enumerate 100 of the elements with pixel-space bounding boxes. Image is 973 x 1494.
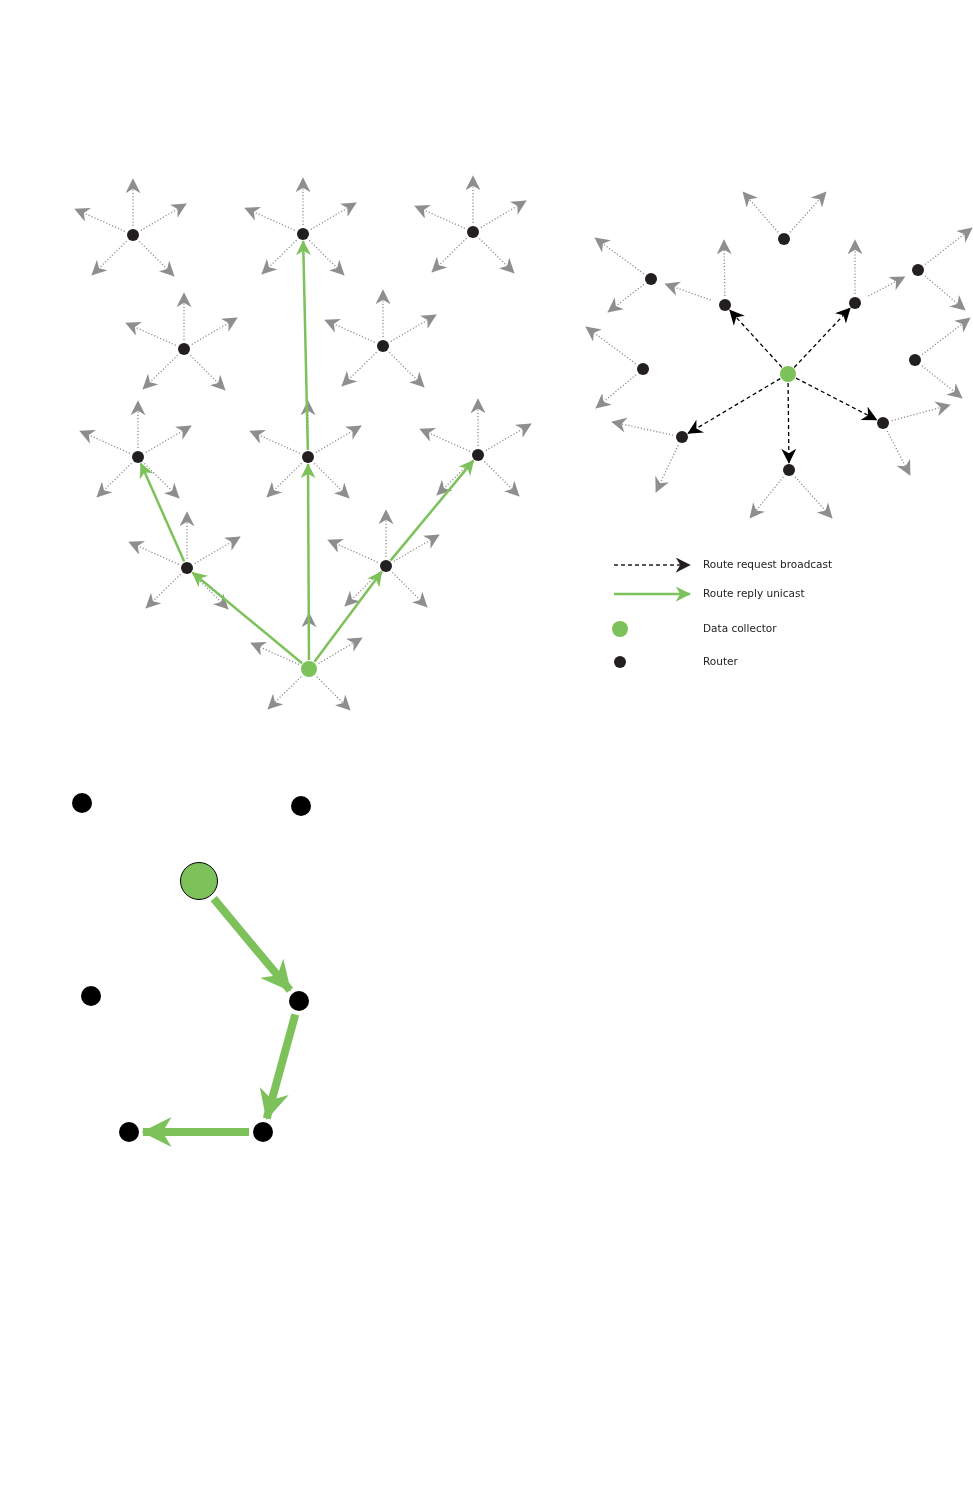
router-dot: [645, 273, 657, 285]
arrow: [793, 307, 851, 369]
arrow: [140, 203, 187, 232]
arrow: [145, 425, 192, 454]
arrow: [79, 430, 131, 454]
arrow: [378, 509, 394, 558]
router-dot: [380, 560, 392, 572]
router-dot: [472, 449, 484, 461]
router-dot: [849, 297, 861, 309]
arrow: [139, 462, 186, 563]
arrow: [729, 309, 783, 368]
router-dot: [676, 431, 688, 443]
arrow: [313, 570, 383, 663]
arrow: [485, 423, 532, 452]
arrow: [267, 676, 302, 710]
router-dot: [467, 226, 479, 238]
arrow: [483, 460, 520, 497]
router-dot: [289, 991, 309, 1011]
router-dot: [778, 233, 790, 245]
arrow: [191, 317, 238, 346]
arrow: [655, 444, 679, 493]
router-dot: [119, 1122, 139, 1142]
router-dot: [178, 343, 190, 355]
arrow: [480, 200, 527, 229]
router-dot: [377, 340, 389, 352]
router-dot: [297, 228, 309, 240]
arrow: [145, 573, 182, 609]
arrow: [313, 462, 350, 499]
router-dot: [302, 451, 314, 463]
arrow: [924, 227, 973, 266]
arrow: [886, 430, 911, 476]
router-dot: [132, 451, 144, 463]
arrow: [716, 239, 732, 297]
arrow: [138, 240, 175, 277]
arrow: [327, 539, 379, 563]
arrow: [742, 191, 779, 233]
arrow: [781, 382, 797, 464]
router-dot: [181, 562, 193, 574]
arrow: [891, 401, 951, 422]
arrow: [749, 476, 784, 519]
arrow: [419, 428, 471, 452]
arrow: [249, 430, 301, 454]
arrow: [317, 637, 363, 665]
arrow: [867, 276, 906, 297]
arrow: [189, 354, 226, 391]
arrow: [142, 354, 179, 390]
router-dot: [637, 363, 649, 375]
router-dot: [291, 796, 311, 816]
arrow: [465, 175, 481, 224]
arrow: [390, 314, 437, 343]
arrow: [91, 240, 128, 276]
arrow: [324, 319, 376, 343]
arrow: [210, 896, 294, 993]
arrow: [611, 417, 674, 436]
router-dot: [127, 229, 139, 241]
arrow: [308, 239, 345, 276]
legend-label: Router: [703, 655, 738, 667]
arrow: [310, 202, 357, 231]
arrow: [431, 237, 468, 273]
legend-label: Route reply unicast: [703, 587, 805, 599]
arrow: [795, 377, 878, 421]
router-dot: [253, 1122, 273, 1142]
collector-dot: [180, 862, 218, 900]
arrow: [664, 281, 712, 301]
legend-label: Route request broadcast: [703, 558, 833, 570]
arrow: [266, 462, 303, 498]
collector-dot: [780, 366, 796, 382]
arrow: [130, 400, 146, 449]
arrow: [179, 511, 195, 560]
arrow: [128, 541, 180, 565]
arrow: [250, 642, 300, 666]
arrow: [259, 1013, 300, 1120]
arrow: [921, 365, 963, 399]
arrow: [687, 377, 781, 435]
router-dot: [719, 299, 731, 311]
arrow: [191, 571, 303, 665]
arrow: [261, 239, 298, 275]
router-dot: [909, 354, 921, 366]
arrow: [414, 205, 466, 229]
arrow: [585, 326, 637, 365]
arrow: [794, 476, 833, 519]
arrow: [194, 536, 241, 565]
arrow: [344, 571, 381, 607]
router-dot: [81, 986, 101, 1006]
arrow: [316, 676, 351, 711]
router-dot: [877, 417, 889, 429]
arrow: [315, 425, 362, 454]
arrow: [594, 237, 645, 275]
arrow: [388, 351, 425, 388]
arrow: [470, 398, 486, 447]
router-dot: [72, 793, 92, 813]
arrow: [393, 534, 440, 563]
router-dot: [783, 464, 795, 476]
arrow: [96, 462, 133, 498]
arrow: [921, 317, 971, 356]
router-dot: [912, 264, 924, 276]
arrow: [125, 178, 141, 227]
arrow: [607, 283, 645, 313]
arrow: [341, 351, 378, 387]
arrow: [847, 239, 863, 295]
